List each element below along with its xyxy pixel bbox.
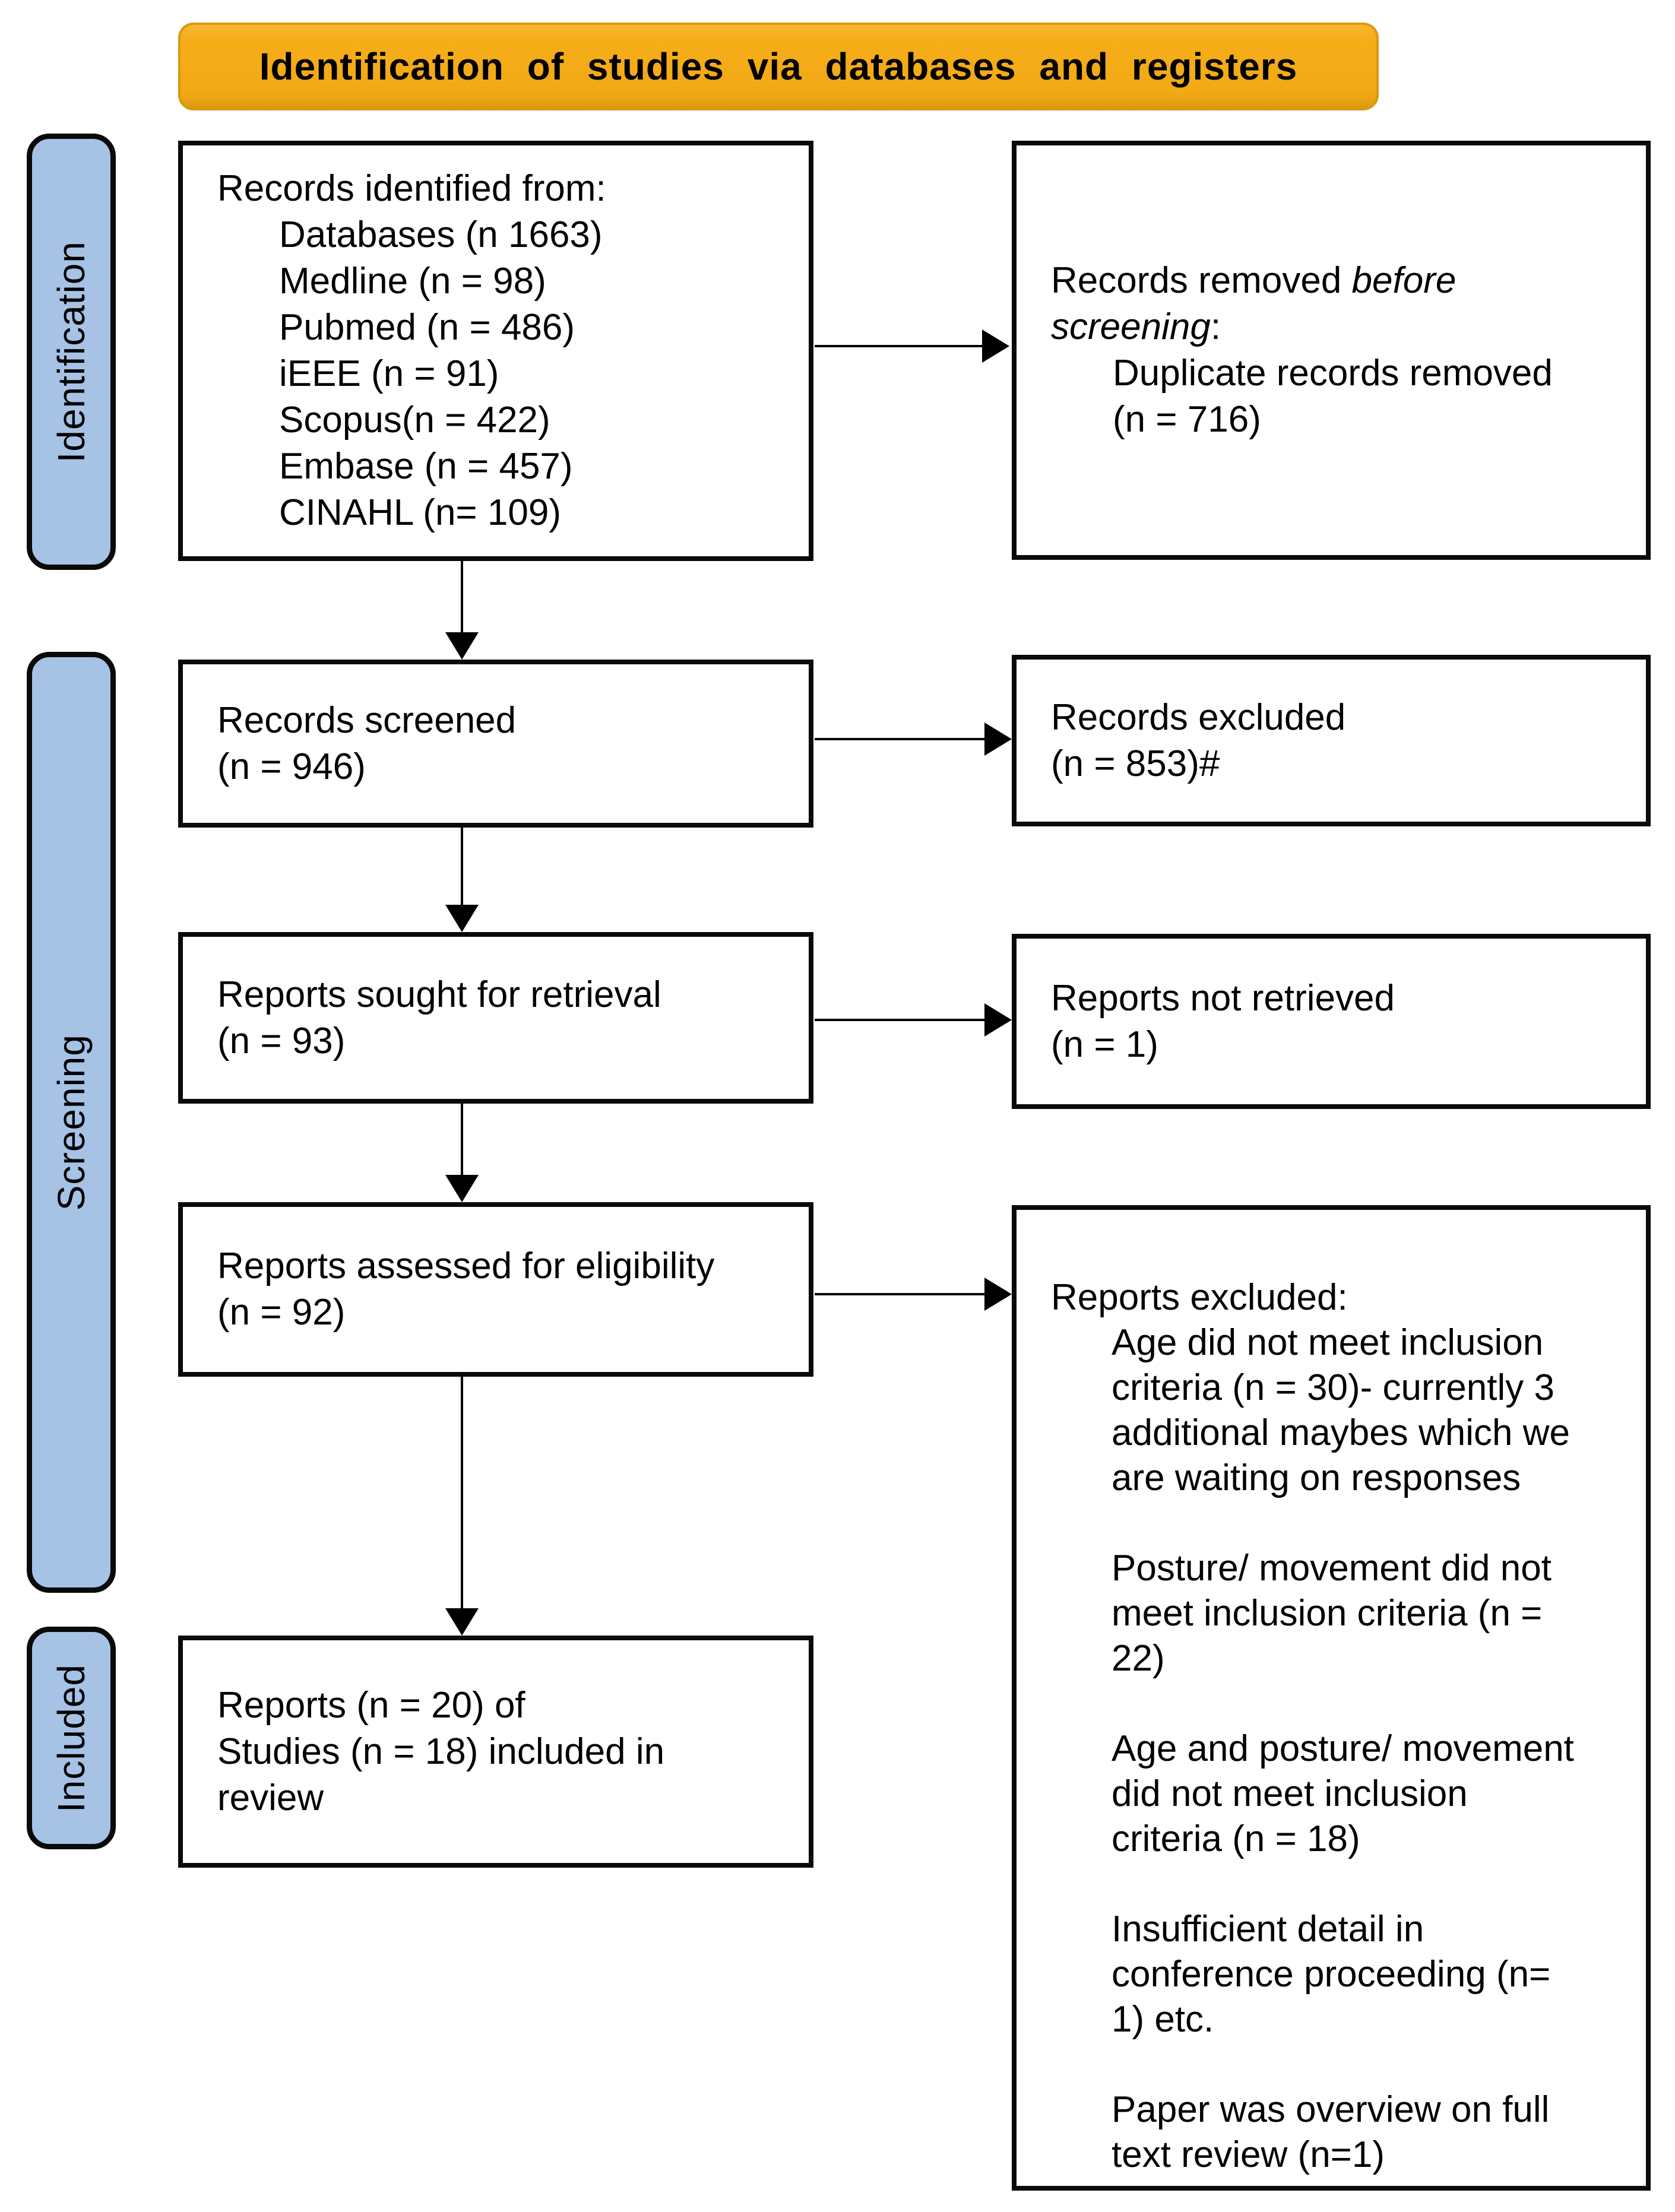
box-studies-included: Reports (n = 20) of Studies (n = 18) inc… [178, 1636, 813, 1868]
source-embase: Embase (n = 457) [279, 446, 573, 487]
studies-included-line2: Studies (n = 18) included in [217, 1731, 665, 1772]
box-records-excluded: Records excluded (n = 853)# [1012, 655, 1651, 826]
source-cinahl: CINAHL (n= 109) [279, 492, 561, 533]
box-records-removed-before-screening: Records removed before screening: Duplic… [1012, 141, 1651, 560]
exclusion-reason-age-and-posture: Age and posture/ movement did not meet i… [1112, 1728, 1574, 1859]
records-removed-prefix: Records removed [1051, 260, 1352, 301]
reports-not-retrieved-line1: Reports not retrieved [1051, 977, 1395, 1019]
studies-included-line1: Reports (n = 20) of [217, 1684, 525, 1726]
reports-assessed-count: (n = 92) [217, 1292, 346, 1333]
stage-screening: Screening [27, 652, 116, 1593]
reports-sought-line1: Reports sought for retrieval [217, 974, 661, 1015]
exclusion-reason-posture: Posture/ movement did not meet inclusion… [1112, 1548, 1551, 1679]
stage-included-label: Included [50, 1663, 93, 1812]
stage-included: Included [27, 1627, 116, 1849]
records-screened-count: (n = 946) [217, 746, 366, 787]
arrow-assessed-to-included [445, 1377, 479, 1636]
records-removed-suffix: : [1210, 306, 1221, 347]
arrow-assessed-to-reports-excluded [815, 1278, 1012, 1311]
reports-sought-count: (n = 93) [217, 1020, 346, 1061]
reports-not-retrieved-text: Reports not retrieved (n = 1) [1017, 975, 1646, 1068]
reports-sought-text: Reports sought for retrieval (n = 93) [183, 972, 809, 1064]
studies-included-text: Reports (n = 20) of Studies (n = 18) inc… [183, 1682, 809, 1821]
records-removed-text: Records removed before screening: Duplic… [1017, 258, 1646, 443]
diagram-title: Identification of studies via databases … [259, 45, 1298, 88]
studies-included-line3: review [217, 1777, 324, 1818]
source-ieee: iEEE (n = 91) [279, 353, 499, 394]
box-records-screened: Records screened (n = 946) [178, 660, 813, 828]
duplicates-removed-count: (n = 716) [1113, 399, 1261, 440]
arrow-identified-to-removed [815, 329, 1009, 363]
stage-identification: Identification [27, 134, 116, 570]
records-excluded-line1: Records excluded [1051, 696, 1346, 738]
source-databases: Databases (n 1663) [279, 214, 603, 255]
arrow-screened-to-excluded [815, 722, 1012, 756]
records-removed-italic: before screening [1051, 260, 1456, 347]
duplicates-removed-line1: Duplicate records removed [1113, 353, 1553, 394]
arrow-sought-to-not-retrieved [815, 1003, 1012, 1037]
box-records-identified: Records identified from: Databases (n 16… [178, 141, 813, 561]
records-identified-text: Records identified from: Databases (n 16… [183, 166, 809, 536]
exclusion-reason-insufficient-detail: Insufficient detail in conference procee… [1112, 1909, 1551, 2040]
records-removed-heading: Records removed before screening: [1051, 258, 1532, 350]
title-banner: Identification of studies via databases … [178, 23, 1379, 110]
source-medline: Medline (n = 98) [279, 261, 546, 302]
arrow-identified-to-screened [445, 561, 479, 660]
reports-assessed-line1: Reports assessed for eligibility [217, 1246, 715, 1286]
reports-assessed-text: Reports assessed for eligibility (n = 92… [183, 1243, 809, 1336]
records-screened-line1: Records screened [217, 699, 517, 741]
source-pubmed: Pubmed (n = 486) [279, 307, 575, 348]
exclusion-reason-age: Age did not meet inclusion criteria (n =… [1112, 1322, 1570, 1498]
box-reports-not-retrieved: Reports not retrieved (n = 1) [1012, 934, 1651, 1109]
records-identified-title: Records identified from: [217, 168, 606, 209]
records-excluded-count: (n = 853)# [1051, 743, 1220, 784]
stage-identification-label: Identification [50, 240, 93, 463]
box-reports-assessed: Reports assessed for eligibility (n = 92… [178, 1202, 813, 1377]
box-reports-excluded: Reports excluded: Age did not meet inclu… [1012, 1205, 1651, 2191]
records-excluded-text: Records excluded (n = 853)# [1017, 695, 1646, 787]
records-screened-text: Records screened (n = 946) [183, 698, 809, 790]
exclusion-reason-overview-paper: Paper was overview on full text review (… [1112, 2089, 1550, 2175]
reports-excluded-text: Reports excluded: Age did not meet inclu… [1017, 1210, 1646, 2178]
stage-screening-label: Screening [50, 1034, 93, 1211]
reports-not-retrieved-count: (n = 1) [1051, 1023, 1158, 1065]
arrow-sought-to-assessed [445, 1104, 479, 1202]
reports-excluded-title: Reports excluded: [1051, 1277, 1348, 1318]
box-reports-sought: Reports sought for retrieval (n = 93) [178, 932, 813, 1104]
source-scopus: Scopus(n = 422) [279, 400, 550, 441]
arrow-screened-to-sought [445, 828, 479, 932]
